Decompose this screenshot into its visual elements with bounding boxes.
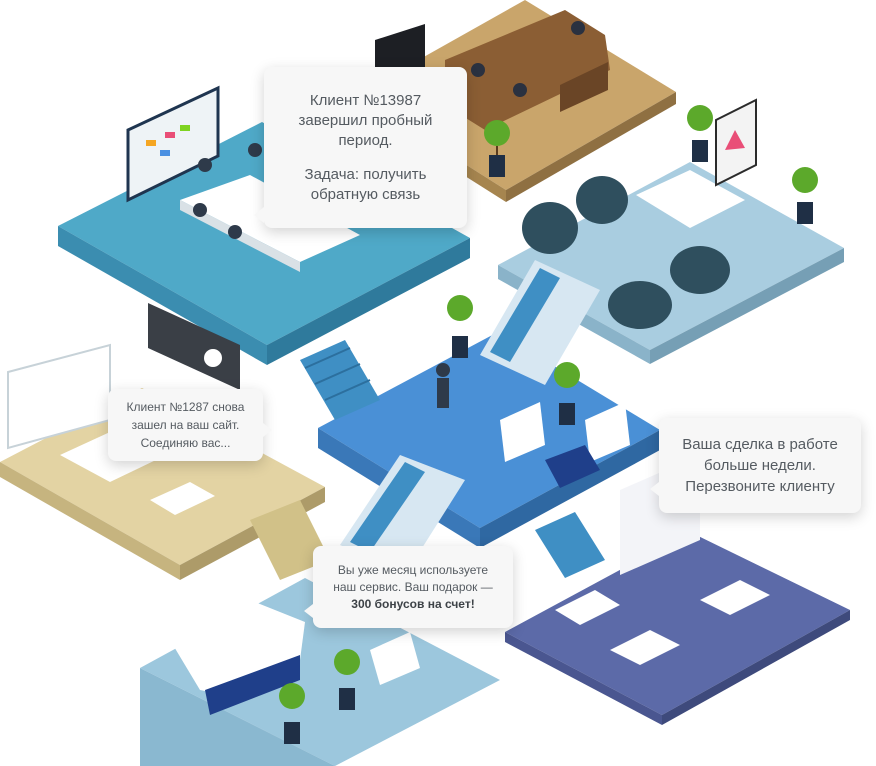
- bubble-text: зашел на ваш сайт.: [131, 418, 240, 432]
- escalator-upper: [480, 260, 600, 385]
- stairs-lower-right: [535, 512, 605, 578]
- bubble-text: Ваша сделка в работе: [682, 436, 838, 453]
- site-visit-bubble: Клиент №1287 снова зашел на ваш сайт. Со…: [108, 389, 272, 461]
- gift-bonus-bubble: Вы уже месяц используете наш сервис. Ваш…: [304, 546, 513, 628]
- plant-icon: [447, 295, 473, 358]
- reception-floor: [140, 578, 500, 766]
- stairs-left: [250, 500, 330, 580]
- plant-icon: [484, 120, 510, 177]
- plant-icon: [792, 167, 818, 224]
- bubble-text: Перезвоните клиенту: [685, 478, 835, 495]
- plant-icon: [334, 649, 360, 710]
- bubble-text: больше недели.: [704, 457, 816, 474]
- trial-ended-bubble: Клиент №13987 завершил пробный период. З…: [254, 67, 467, 228]
- bubble-text: Клиент №13987: [309, 91, 422, 109]
- bubble-text: Соединяю вас...: [140, 436, 231, 450]
- bubble-text: период.: [338, 131, 393, 149]
- bubble-text: наш сервис. Ваш подарок —: [333, 579, 493, 594]
- plant-icon: [279, 683, 305, 744]
- plant-icon: [554, 362, 580, 425]
- stairs-upper: [300, 340, 380, 420]
- bonus-text: 300 бонусов на счет!: [351, 596, 475, 611]
- bubble-text: Вы уже месяц используете: [337, 562, 489, 577]
- plant-icon: [687, 105, 713, 162]
- sales-floor-left: [0, 303, 325, 580]
- bubble-text: завершил пробный: [298, 111, 433, 129]
- bubble-text: Задача: получить: [304, 165, 427, 183]
- bubble-text: обратную связь: [310, 185, 421, 203]
- escalator-lower: [340, 455, 465, 575]
- open-office-floor: [505, 455, 850, 725]
- deal-reminder-bubble: Ваша сделка в работе больше недели. Пере…: [650, 418, 861, 513]
- bubble-text: Клиент №1287 снова: [126, 400, 245, 414]
